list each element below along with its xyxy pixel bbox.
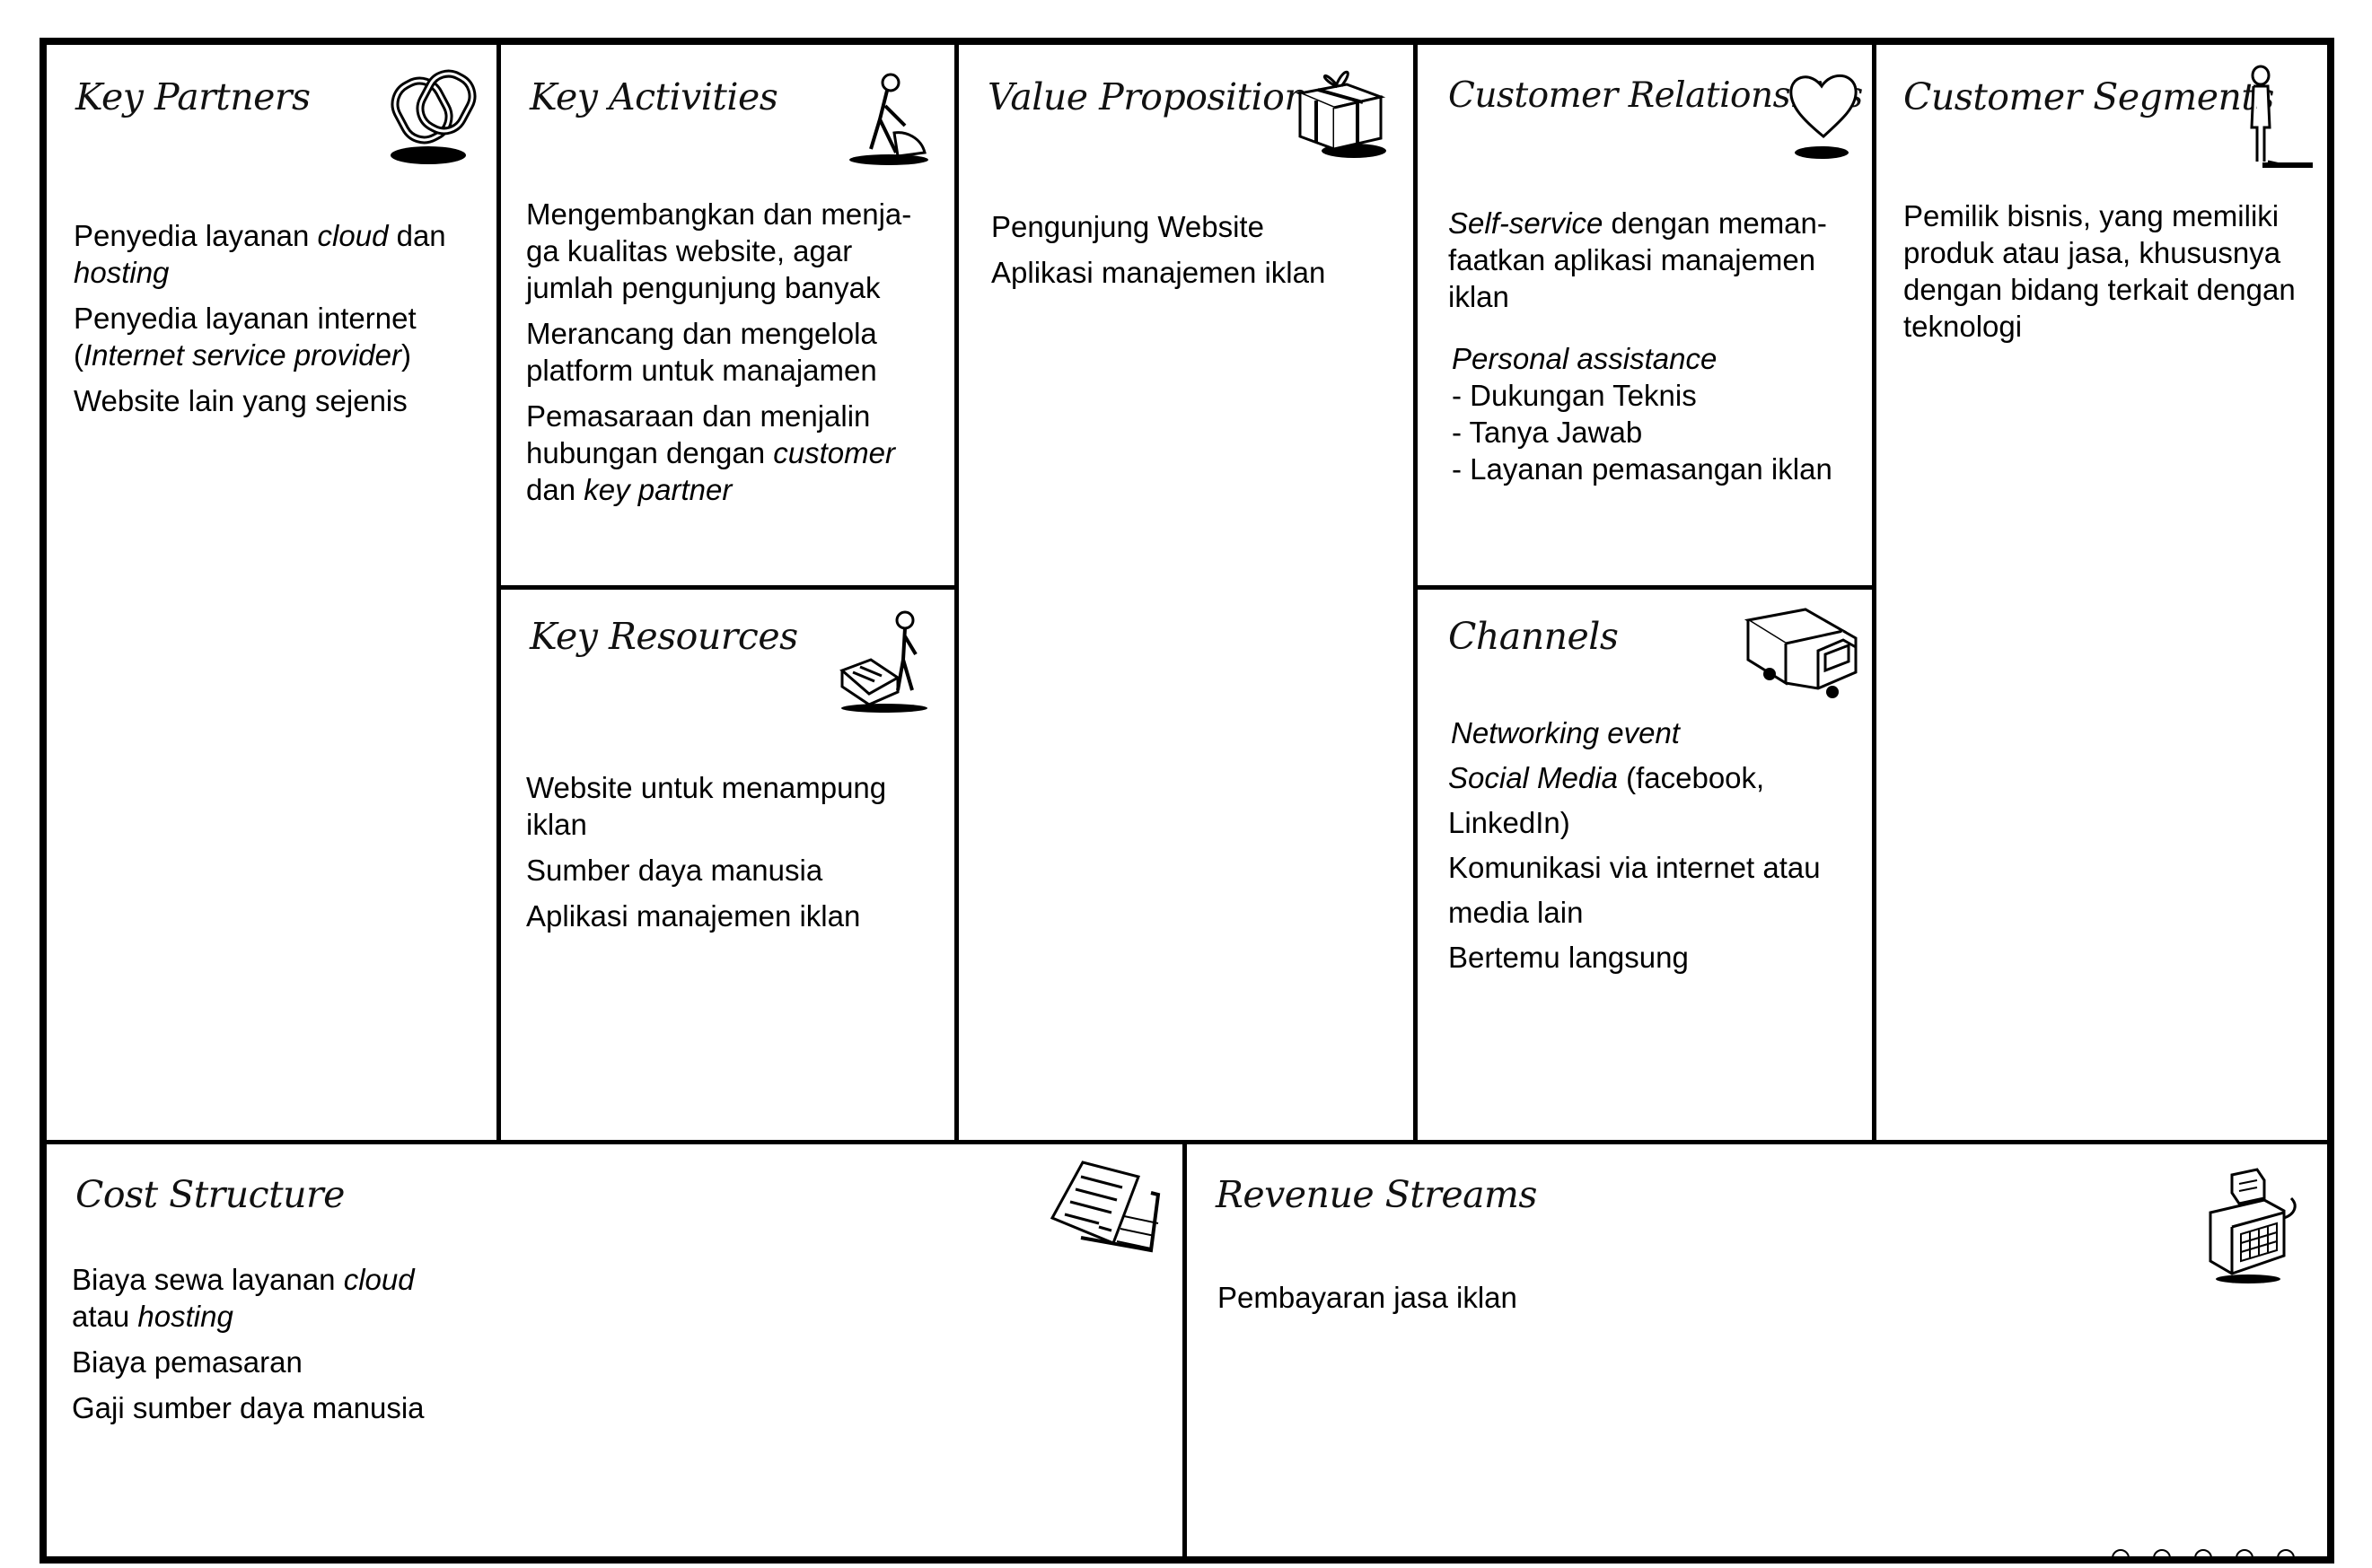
truck-icon bbox=[1743, 604, 1863, 703]
list-item: Social Media (facebook, LinkedIn) bbox=[1448, 761, 1765, 839]
block-title: Key Partners bbox=[75, 75, 311, 118]
divider bbox=[498, 585, 956, 590]
list-item: Website lain yang sejenis bbox=[74, 384, 408, 417]
divider bbox=[954, 45, 959, 1142]
block-content: Website untuk menampung iklan Sumber day… bbox=[526, 769, 930, 943]
list-item: Website untuk menampung iklan bbox=[526, 771, 887, 841]
list-item: Pembayaran jasa iklan bbox=[1217, 1281, 1517, 1314]
value-propositions-block: Value Propositions Pengunjung Website Ap… bbox=[959, 45, 1413, 1140]
cost-structure-block: Cost Structure Biaya sewa layanan cloud … bbox=[47, 1144, 1182, 1556]
block-title: Cost Structure bbox=[75, 1173, 345, 1216]
gift-box-icon bbox=[1291, 61, 1394, 164]
divider bbox=[1413, 45, 1418, 1142]
list-item: Penyedia layanan internet (Internet serv… bbox=[74, 302, 417, 372]
worker-icon bbox=[844, 70, 934, 169]
customer-relationships-block: Customer Relationships Self-service deng… bbox=[1418, 45, 1872, 585]
key-partners-block: Key Partners Penyedia layanan cloud dan … bbox=[47, 45, 496, 1140]
divider bbox=[47, 1140, 2327, 1144]
block-content: Pengunjung Website Aplikasi manajemen ik… bbox=[991, 208, 1395, 300]
list-item: - Layanan pemasangan iklan bbox=[1452, 452, 1832, 486]
divider bbox=[1415, 585, 1874, 590]
list-item: - Tanya Jawab bbox=[1452, 416, 1643, 449]
list-item: Sumber daya manusia bbox=[526, 854, 823, 887]
list-item: Pemasaraan dan menjalin hubungan dengan … bbox=[526, 399, 895, 506]
list-item: Pengunjung Website bbox=[991, 210, 1264, 243]
divider bbox=[1182, 1142, 1187, 1556]
block-content: Pemilik bisnis, yang memiliki produk ata… bbox=[1903, 197, 2316, 354]
list-item: Biaya sewa layanan cloud atau hosting bbox=[72, 1263, 415, 1333]
block-content: Networking event Social Media (facebook,… bbox=[1448, 711, 1861, 980]
block-content: Pembayaran jasa iklan bbox=[1217, 1279, 1756, 1325]
list-item: Bertemu langsung bbox=[1448, 941, 1689, 974]
block-title: Channels bbox=[1448, 615, 1619, 658]
heart-icon bbox=[1786, 63, 1861, 162]
chain-links-icon bbox=[379, 61, 482, 169]
customer-segments-block: Customer Segments Pemilik bisnis, yang m… bbox=[1876, 45, 2327, 1140]
list-item: Komunikasi via internet atau media lain bbox=[1448, 851, 1821, 929]
block-content: Penyedia layanan cloud dan hosting Penye… bbox=[74, 217, 469, 428]
list-item: Aplikasi manajemen iklan bbox=[991, 256, 1326, 289]
person-icon bbox=[2236, 65, 2316, 172]
canvas-frame bbox=[40, 38, 2334, 1564]
divider bbox=[1872, 45, 1876, 1142]
invoice-papers-icon bbox=[1045, 1157, 1162, 1256]
list-item: Aplikasi manajemen iklan bbox=[526, 899, 861, 933]
block-title: Customer Segments bbox=[1903, 75, 2274, 118]
block-title: Revenue Streams bbox=[1216, 1173, 1537, 1216]
factory-worker-icon bbox=[835, 608, 934, 715]
channels-block: Channels Networking event Social Media (… bbox=[1418, 590, 1872, 1140]
list-item: Networking event bbox=[1451, 716, 1680, 749]
revenue-streams-block: Revenue Streams Pembayaran jasa iklan bbox=[1187, 1144, 2327, 1556]
block-content: Mengembangkan dan menja-ga kualitas webs… bbox=[526, 196, 930, 517]
key-resources-block: Key Resources Website untuk menampung ik… bbox=[501, 590, 954, 1140]
block-title: Key Resources bbox=[530, 615, 798, 658]
block-content: Self-service dengan meman-faatkan aplika… bbox=[1448, 205, 1852, 487]
list-item: Pemilik bisnis, yang memiliki produk ata… bbox=[1903, 199, 2296, 343]
block-title: Key Activities bbox=[530, 75, 778, 118]
key-activities-block: Key Activities Mengembangkan dan menja-g… bbox=[501, 45, 954, 585]
divider bbox=[496, 45, 501, 1142]
block-title: Value Propositions bbox=[988, 75, 1326, 118]
cash-register-icon bbox=[2201, 1168, 2300, 1284]
list-item: Gaji sumber daya manusia bbox=[72, 1391, 425, 1424]
list-item: Mengembangkan dan menja-ga kualitas webs… bbox=[526, 197, 912, 304]
list-item: Self-service dengan meman-faatkan aplika… bbox=[1448, 206, 1827, 313]
footer-marks bbox=[2110, 1546, 2307, 1567]
list-item: - Dukungan Teknis bbox=[1452, 379, 1697, 412]
block-content: Biaya sewa layanan cloud atau hosting Bi… bbox=[72, 1261, 539, 1435]
list-item: Biaya pemasaran bbox=[72, 1345, 303, 1379]
list-item: Penyedia layanan cloud dan hosting bbox=[74, 219, 446, 289]
list-item: Merancang dan mengelola platform untuk m… bbox=[526, 317, 877, 387]
list-item: Personal assistance bbox=[1452, 342, 1718, 375]
